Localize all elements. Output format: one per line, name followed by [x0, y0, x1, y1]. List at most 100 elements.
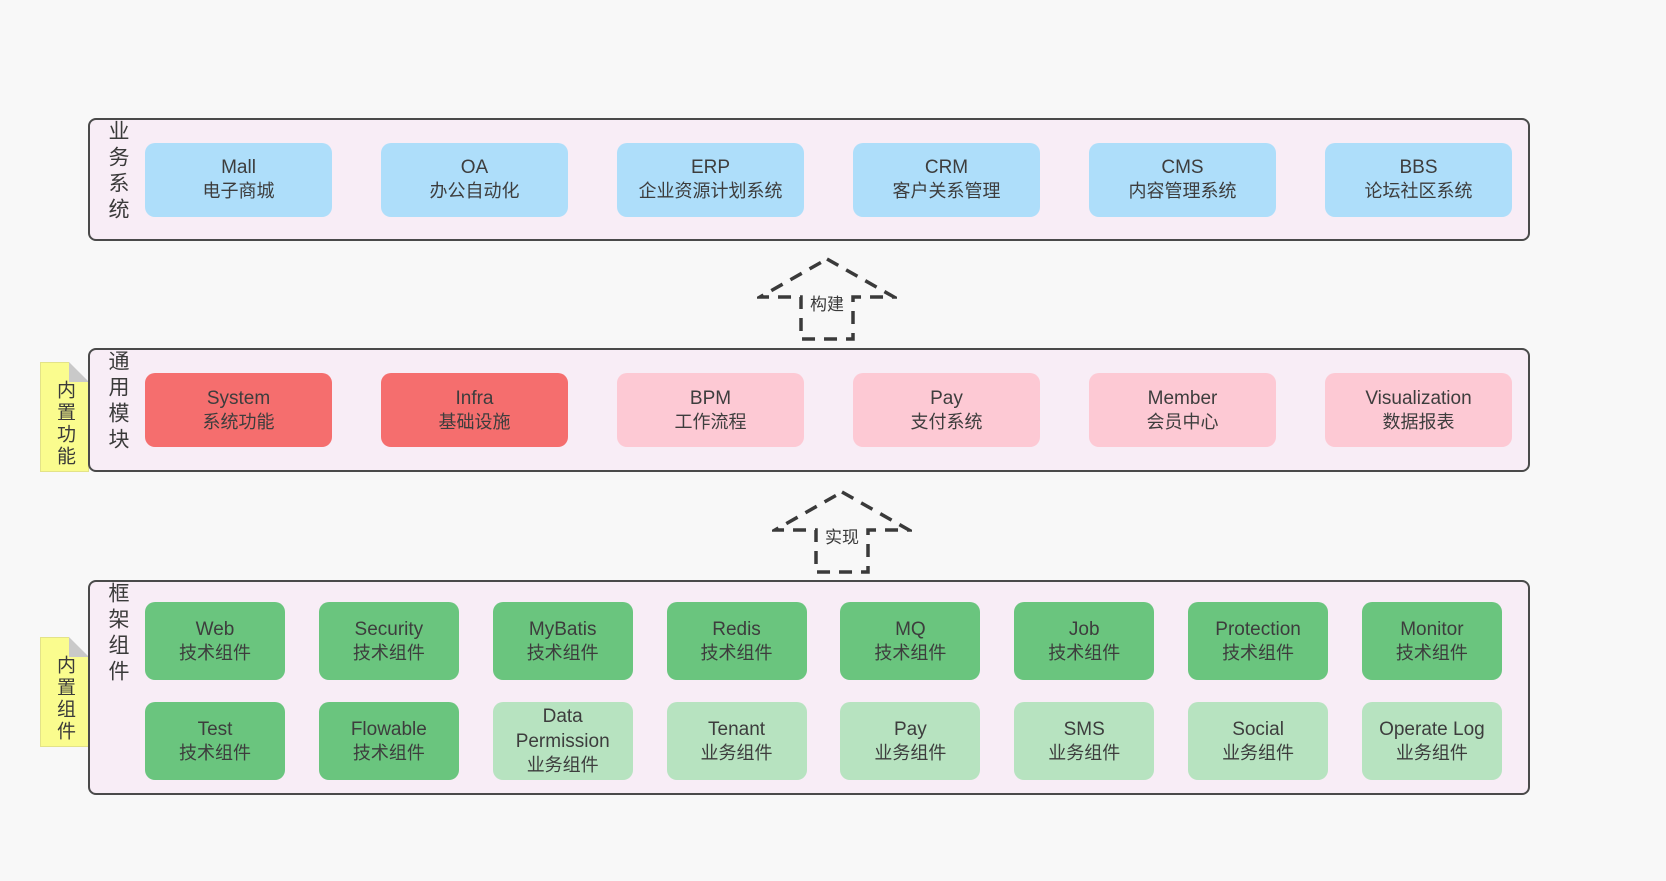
box-pay-component: Pay 业务组件 — [840, 702, 981, 780]
sticky-note-builtin-components: 内置组件 — [40, 637, 89, 747]
box-title: Member — [1147, 387, 1218, 409]
box-subtitle: 技术组件 — [352, 742, 425, 763]
box-bbs: BBS 论坛社区系统 — [1325, 142, 1512, 217]
build-arrow: 构建 — [757, 256, 897, 342]
box-tenant: Tenant 业务组件 — [666, 702, 807, 780]
box-subtitle: 技术组件 — [700, 642, 773, 663]
box-sms: SMS 业务组件 — [1014, 702, 1155, 780]
box-security: Security 技术组件 — [318, 602, 459, 680]
box-subtitle: 业务组件 — [874, 742, 947, 763]
box-title: OA — [460, 157, 489, 179]
box-data-permission: Data Permission 业务组件 — [492, 702, 633, 780]
box-subtitle: 业务组件 — [700, 742, 773, 763]
box-subtitle: 技术组件 — [1222, 642, 1295, 663]
box-title: ERP — [690, 157, 731, 179]
box-title: Data Permission — [515, 706, 610, 753]
box-subtitle: 技术组件 — [179, 742, 251, 763]
box-subtitle: 技术组件 — [179, 642, 251, 663]
box-social: Social 业务组件 — [1188, 702, 1329, 780]
framework-components-row2: Test 技术组件 Flowable 技术组件 Data Permission … — [145, 702, 1502, 780]
common-modules-boxes: System 系统功能 Infra 基础设施 BPM 工作流程 Pay 支付系统… — [145, 350, 1512, 470]
box-subtitle: 技术组件 — [1048, 642, 1121, 663]
box-subtitle: 技术组件 — [1395, 642, 1468, 663]
note-text: 内置功能 — [54, 380, 75, 468]
box-title: Test — [197, 718, 233, 740]
up-arrow-icon — [757, 256, 897, 341]
note-text: 内置组件 — [54, 655, 75, 743]
box-title: CMS — [1161, 157, 1204, 179]
box-subtitle: 企业资源计划系统 — [638, 181, 783, 202]
box-subtitle: 工作流程 — [674, 411, 747, 432]
box-subtitle: 技术组件 — [526, 642, 599, 663]
box-title: Social — [1232, 718, 1284, 740]
box-subtitle: 基础设施 — [438, 411, 511, 432]
box-test: Test 技术组件 — [145, 702, 285, 780]
framework-components-panel: 框架组件 Web 技术组件 Security 技术组件 MyBatis 技术组件… — [88, 580, 1530, 795]
box-oa: OA 办公自动化 — [381, 142, 568, 217]
box-subtitle: 会员中心 — [1146, 411, 1219, 432]
box-title: MQ — [895, 618, 926, 640]
box-monitor: Monitor 技术组件 — [1361, 602, 1502, 680]
business-systems-boxes: Mall 电子商城 OA 办公自动化 ERP 企业资源计划系统 CRM 客户关系… — [145, 120, 1512, 239]
box-title: Mall — [221, 157, 256, 179]
box-title: Redis — [712, 618, 761, 640]
note-fold-icon — [69, 637, 89, 657]
box-crm: CRM 客户关系管理 — [853, 142, 1040, 217]
box-title: Operate Log — [1379, 718, 1485, 740]
box-subtitle: 支付系统 — [910, 411, 983, 432]
box-title: SMS — [1063, 718, 1105, 740]
box-bpm: BPM 工作流程 — [617, 373, 804, 447]
box-flowable: Flowable 技术组件 — [318, 702, 459, 780]
box-title: System — [206, 387, 271, 409]
box-title: Security — [354, 618, 424, 640]
box-protection: Protection 技术组件 — [1188, 602, 1329, 680]
sticky-note-builtin-features: 内置功能 — [40, 362, 89, 472]
box-job: Job 技术组件 — [1014, 602, 1155, 680]
box-mybatis: MyBatis 技术组件 — [492, 602, 633, 680]
business-systems-panel: 业务系统 Mall 电子商城 OA 办公自动化 ERP 企业资源计划系统 CRM… — [88, 118, 1530, 241]
framework-components-label: 框架组件 — [106, 582, 129, 686]
box-subtitle: 业务组件 — [1395, 742, 1468, 763]
box-title: Flowable — [350, 718, 427, 740]
box-subtitle: 客户关系管理 — [892, 181, 1001, 202]
framework-components-row1: Web 技术组件 Security 技术组件 MyBatis 技术组件 Redi… — [145, 602, 1502, 680]
box-subtitle: 办公自动化 — [429, 181, 520, 202]
box-title: Tenant — [708, 718, 766, 740]
box-title: CRM — [924, 157, 969, 179]
box-web: Web 技术组件 — [145, 602, 285, 680]
box-title: Pay — [894, 718, 927, 740]
business-systems-label: 业务系统 — [106, 120, 129, 224]
box-member: Member 会员中心 — [1089, 373, 1276, 447]
box-subtitle: 业务组件 — [1048, 742, 1121, 763]
box-visualization: Visualization 数据报表 — [1325, 373, 1512, 447]
box-pay-system: Pay 支付系统 — [853, 373, 1040, 447]
box-cms: CMS 内容管理系统 — [1089, 142, 1276, 217]
box-title: Pay — [930, 387, 963, 409]
box-title: Visualization — [1365, 387, 1472, 409]
implement-arrow: 实现 — [772, 489, 912, 575]
box-title: Infra — [455, 387, 494, 409]
box-operate-log: Operate Log 业务组件 — [1361, 702, 1502, 780]
implement-arrow-label: 实现 — [822, 522, 862, 549]
build-arrow-label: 构建 — [807, 289, 847, 316]
box-title: BBS — [1399, 157, 1438, 179]
box-erp: ERP 企业资源计划系统 — [617, 142, 804, 217]
box-title: BPM — [689, 387, 732, 409]
box-subtitle: 论坛社区系统 — [1364, 181, 1473, 202]
box-mall: Mall 电子商城 — [145, 142, 332, 217]
up-arrow-icon — [772, 489, 912, 574]
box-subtitle: 技术组件 — [874, 642, 947, 663]
box-system: System 系统功能 — [145, 373, 332, 447]
box-subtitle: 系统功能 — [202, 411, 275, 432]
box-title: Job — [1068, 618, 1100, 640]
box-subtitle: 业务组件 — [526, 755, 599, 776]
box-title: Web — [195, 618, 235, 640]
box-subtitle: 数据报表 — [1382, 411, 1455, 432]
box-subtitle: 电子商城 — [202, 181, 275, 202]
note-fold-icon — [69, 362, 89, 382]
common-modules-panel: 通用模块 System 系统功能 Infra 基础设施 BPM 工作流程 Pay… — [88, 348, 1530, 472]
box-title: Monitor — [1400, 618, 1464, 640]
box-subtitle: 技术组件 — [352, 642, 425, 663]
box-subtitle: 内容管理系统 — [1128, 181, 1237, 202]
box-subtitle: 业务组件 — [1222, 742, 1295, 763]
